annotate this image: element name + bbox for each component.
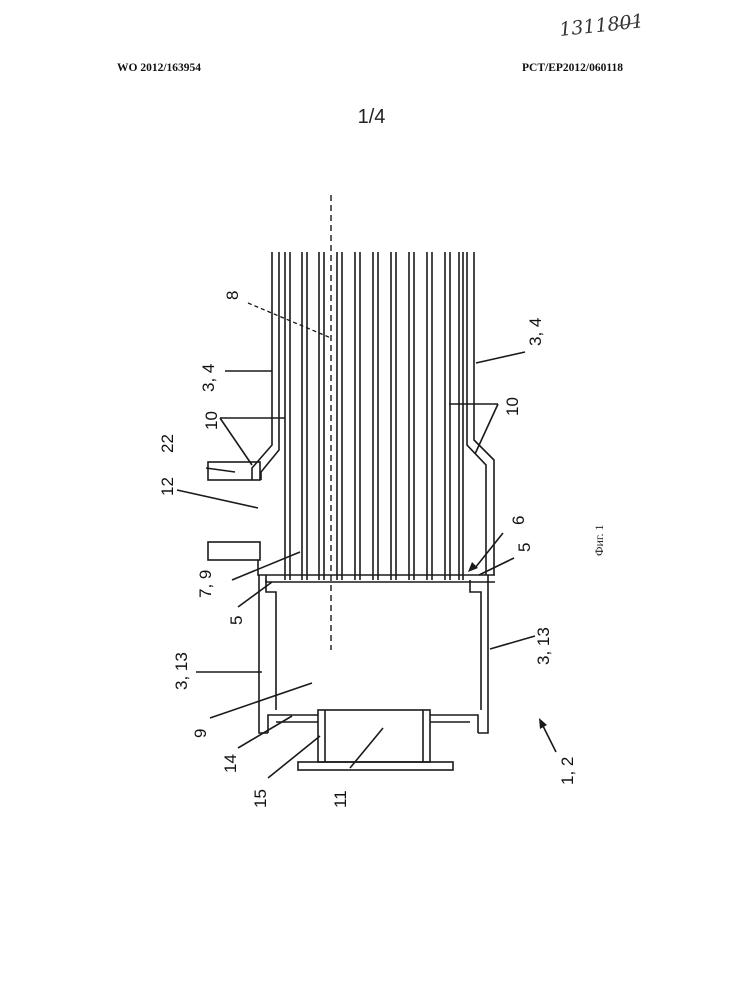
tube-sheet-bottom [266, 575, 495, 582]
right-wall-outer [474, 252, 494, 575]
label-11: 11 [331, 790, 350, 808]
device-11-base [298, 762, 453, 770]
chamber-left-inner [266, 580, 276, 710]
label-10-left: 10 [202, 411, 221, 430]
flange-22-lower [208, 542, 260, 560]
label-22: 22 [158, 434, 177, 453]
left-wall-inner [261, 252, 279, 480]
tube-bundle [285, 252, 463, 580]
label-15: 15 [251, 789, 270, 808]
left-wall-outer [252, 252, 272, 480]
drawing-lines [177, 195, 556, 778]
leader-10-right-b [475, 404, 498, 454]
leader-1-2 [542, 724, 556, 752]
leader-22 [206, 468, 235, 472]
label-10-right: 10 [503, 397, 522, 416]
leader-10-left-b [220, 418, 252, 465]
label-1-2: 1, 2 [558, 757, 577, 785]
chamber-right-outer [478, 575, 488, 733]
chamber-right-inner [470, 580, 481, 710]
label-12: 12 [158, 477, 177, 496]
flange-14-left [268, 715, 318, 733]
leader-9 [210, 683, 312, 718]
label-7-9: 7, 9 [196, 570, 215, 598]
label-3-4-right: 3, 4 [526, 318, 545, 346]
flange-14-right [430, 715, 478, 733]
device-11-body [318, 710, 430, 762]
right-wall-inner [467, 252, 486, 575]
leader-14 [238, 716, 292, 748]
label-3-13-left: 3, 13 [172, 652, 191, 690]
leader-5-right [479, 558, 514, 575]
leader-6 [475, 533, 503, 568]
label-5-left: 5 [227, 616, 246, 625]
leader-3-13-right [490, 636, 535, 649]
label-5-right: 5 [515, 543, 534, 552]
label-14: 14 [221, 754, 240, 773]
chamber-left-outer [259, 575, 268, 733]
leader-5-left [238, 582, 272, 607]
handwritten-note: 1311801 [558, 10, 644, 41]
leader-15 [268, 736, 320, 778]
label-6: 6 [509, 516, 528, 525]
leader-12 [177, 490, 258, 508]
arrow-6 [468, 562, 478, 572]
label-3-4-left: 3, 4 [199, 364, 218, 392]
leader-3-4-right [476, 352, 525, 363]
label-8: 8 [223, 291, 242, 300]
figure-caption: Фиг. 1 [592, 525, 606, 556]
label-3-13-right: 3, 13 [534, 627, 553, 665]
label-9: 9 [191, 729, 210, 738]
